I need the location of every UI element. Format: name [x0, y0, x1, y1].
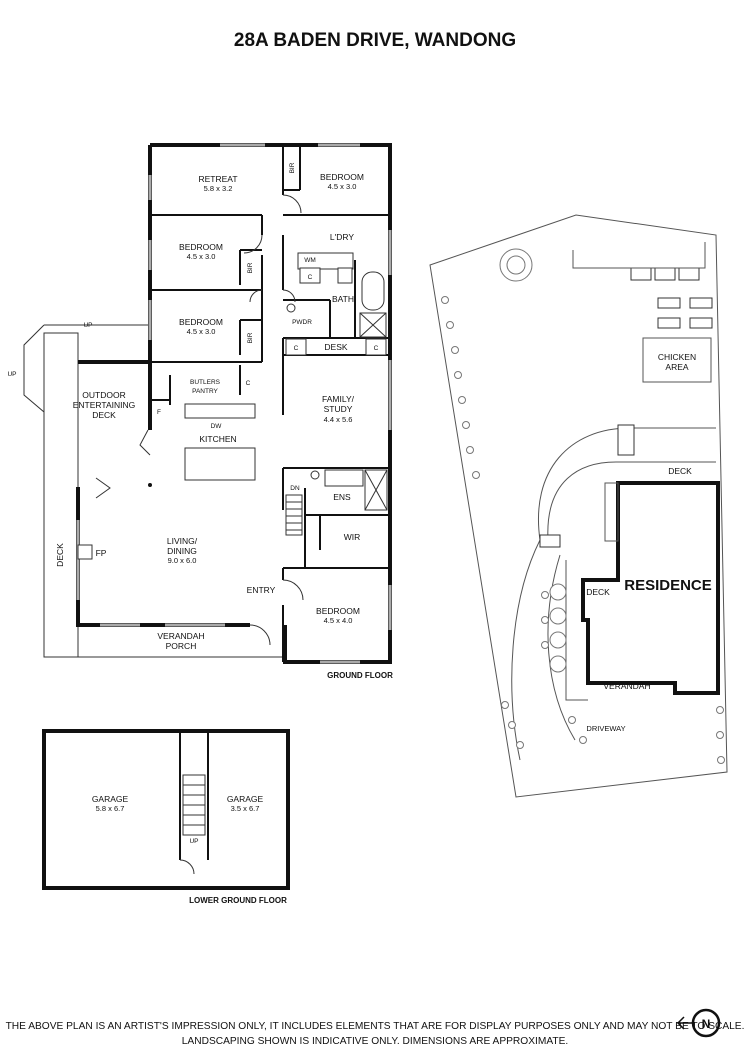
north-arrow-icon: N [676, 1008, 721, 1038]
cupboard-label-2: C [294, 345, 299, 352]
page-title: 28A BADEN DRIVE, WANDONG [234, 30, 516, 51]
disclaimer-line-1: THE ABOVE PLAN IS AN ARTIST'S IMPRESSION… [6, 1021, 745, 1032]
room-retreat: RETREAT 5.8 x 3.2 [198, 174, 237, 193]
verandah-label: VERANDAH [157, 631, 204, 641]
room-living-dining: LIVING/ DINING 9.0 x 6.0 [167, 536, 198, 565]
room-bedroom-4: BEDROOM 4.5 x 4.0 [316, 606, 360, 625]
butlers-label-1: BUTLERS [190, 379, 221, 386]
tree-icon [499, 248, 533, 282]
cupboard-label-4: C [246, 380, 251, 387]
svg-text:4.5 x 4.0: 4.5 x 4.0 [324, 616, 353, 625]
kitchen-label: KITCHEN [199, 434, 236, 444]
entry-label: ENTRY [247, 585, 276, 595]
svg-text:DECK: DECK [92, 410, 116, 420]
room-outdoor-deck: OUTDOOR ENTERTAINING DECK [73, 390, 136, 420]
room-bedroom-1: BEDROOM 4.5 x 3.0 [320, 172, 364, 191]
svg-text:LIVING/: LIVING/ [167, 536, 198, 546]
site-deck-side-label: DECK [586, 587, 610, 597]
svg-text:RETREAT: RETREAT [198, 174, 237, 184]
wm-label: WM [304, 257, 316, 264]
desk-label: DESK [324, 342, 347, 352]
ground-floor-label: GROUND FLOOR [327, 671, 393, 680]
site-deck-top-label: DECK [668, 466, 692, 476]
cupboard-label-3: C [374, 345, 379, 352]
up-label-3: UP [189, 838, 198, 845]
svg-text:3.5 x 6.7: 3.5 x 6.7 [231, 804, 260, 813]
residence-label: RESIDENCE [624, 577, 712, 594]
porch-label: PORCH [166, 641, 197, 651]
cupboard-label-1: C [308, 274, 313, 281]
room-bedroom-2: BEDROOM 4.5 x 3.0 [179, 242, 223, 261]
bir-label-1: BIR [289, 162, 296, 173]
svg-text:FAMILY/: FAMILY/ [322, 394, 355, 404]
room-family-study: FAMILY/ STUDY 4.4 x 5.6 [322, 394, 355, 424]
svg-text:GARAGE: GARAGE [92, 794, 129, 804]
fireplace-label: FP [96, 548, 107, 558]
fridge-label: F [157, 409, 161, 416]
deck-label-west: DECK [55, 543, 65, 567]
laundry-label: L'DRY [330, 232, 354, 242]
powder-label: PWDR [292, 319, 312, 326]
lower-ground-floor-label: LOWER GROUND FLOOR [189, 896, 287, 905]
svg-text:4.5 x 3.0: 4.5 x 3.0 [187, 327, 216, 336]
north-label: N [702, 1017, 711, 1031]
svg-text:BEDROOM: BEDROOM [179, 317, 223, 327]
dishwasher-label: DW [211, 423, 223, 430]
bir-label-2: BIR [247, 262, 254, 273]
site-plan [429, 214, 728, 798]
site-verandah-label: VERANDAH [603, 681, 650, 691]
driveway-label: DRIVEWAY [586, 724, 625, 733]
stairs-dn-label: DN [290, 485, 300, 492]
svg-text:BEDROOM: BEDROOM [316, 606, 360, 616]
kitchen-island [184, 447, 256, 481]
up-label-2: UP [7, 371, 16, 378]
svg-text:AREA: AREA [665, 362, 688, 372]
svg-text:OUTDOOR: OUTDOOR [82, 390, 125, 400]
svg-text:4.4 x 5.6: 4.4 x 5.6 [324, 415, 353, 424]
lower-ground-floor-plan [42, 729, 290, 890]
room-bedroom-3: BEDROOM 4.5 x 3.0 [179, 317, 223, 336]
svg-text:9.0 x 6.0: 9.0 x 6.0 [168, 556, 197, 565]
svg-text:STUDY: STUDY [324, 404, 353, 414]
svg-text:5.8 x 6.7: 5.8 x 6.7 [96, 804, 125, 813]
svg-text:ENTERTAINING: ENTERTAINING [73, 400, 136, 410]
butlers-label-2: PANTRY [192, 388, 218, 395]
bir-label-3: BIR [247, 332, 254, 343]
ensuite-label: ENS [333, 492, 351, 502]
ground-floor-plan [23, 143, 392, 664]
svg-text:4.5 x 3.0: 4.5 x 3.0 [187, 252, 216, 261]
stairs-down [285, 494, 303, 536]
wir-label: WIR [344, 532, 361, 542]
room-garage-2: GARAGE 3.5 x 6.7 [227, 794, 264, 813]
chicken-area: CHICKEN AREA [658, 352, 696, 372]
svg-text:DINING: DINING [167, 546, 197, 556]
svg-text:5.8 x 3.2: 5.8 x 3.2 [204, 184, 233, 193]
disclaimer-line-2: LANDSCAPING SHOWN IS INDICATIVE ONLY. DI… [182, 1036, 568, 1047]
svg-text:CHICKEN: CHICKEN [658, 352, 696, 362]
svg-text:BEDROOM: BEDROOM [179, 242, 223, 252]
svg-text:BEDROOM: BEDROOM [320, 172, 364, 182]
bath-label: BATH [332, 294, 354, 304]
svg-text:GARAGE: GARAGE [227, 794, 264, 804]
up-label-1: UP [83, 322, 92, 329]
room-garage-1: GARAGE 5.8 x 6.7 [92, 794, 129, 813]
svg-text:4.5 x 3.0: 4.5 x 3.0 [328, 182, 357, 191]
